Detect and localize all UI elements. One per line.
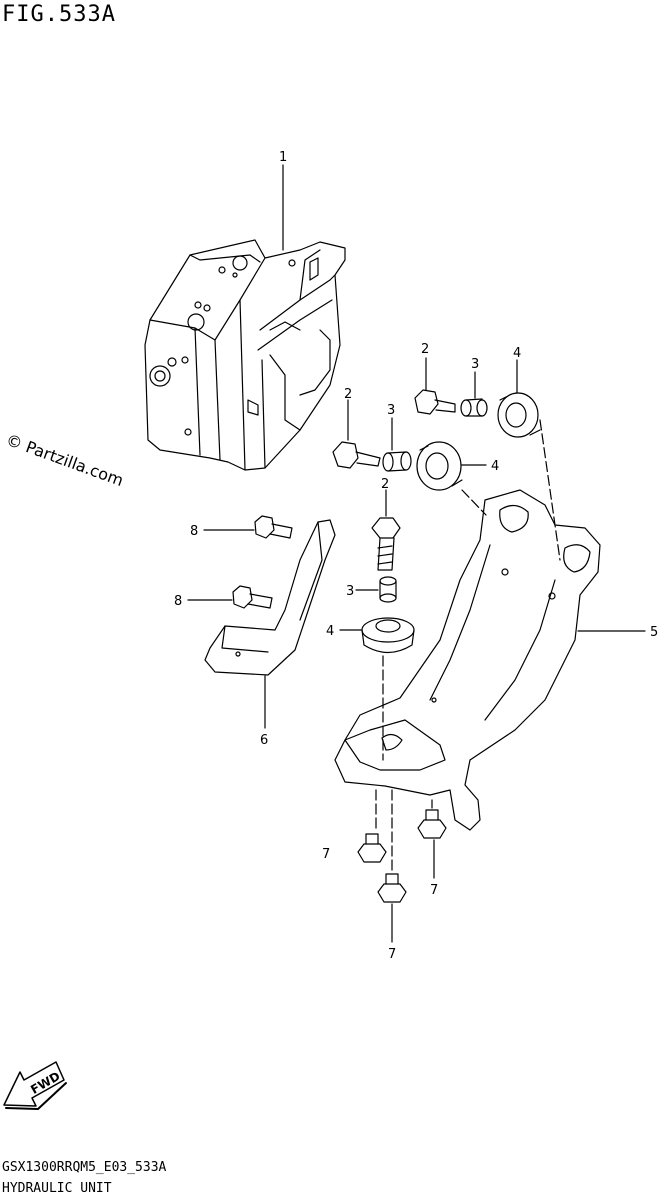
callout-2: 2: [344, 387, 352, 402]
fwd-arrow-icon: FWD: [3, 1061, 67, 1110]
callout-4: 4: [326, 624, 334, 639]
callout-2: 2: [381, 477, 389, 492]
callout-3: 3: [471, 357, 479, 372]
alignment-line: [539, 419, 561, 561]
cushion-part[interactable]: [497, 392, 541, 438]
callout-5: 5: [650, 625, 658, 640]
bolt-part[interactable]: [371, 517, 401, 571]
callout-3: 3: [387, 403, 395, 418]
callout-4: 4: [491, 459, 499, 474]
bolt-part[interactable]: [232, 585, 273, 609]
collar-part[interactable]: [382, 451, 412, 472]
callout-7: 7: [430, 883, 438, 898]
cushion-part[interactable]: [416, 441, 463, 491]
callout-1: 1: [279, 150, 287, 165]
hydraulic-unit-part[interactable]: [144, 239, 346, 471]
bolt-part[interactable]: [417, 809, 447, 839]
stay-part[interactable]: [204, 519, 336, 676]
figure-title: FIG.533A: [2, 2, 116, 27]
callout-6: 6: [260, 733, 268, 748]
callout-3: 3: [346, 584, 354, 599]
cushion-part[interactable]: [361, 617, 415, 654]
bolt-part[interactable]: [414, 389, 456, 415]
bolt-part[interactable]: [377, 873, 407, 903]
collar-part[interactable]: [379, 576, 397, 603]
callout-2: 2: [421, 342, 429, 357]
collar-part[interactable]: [460, 398, 488, 417]
bolt-part[interactable]: [254, 515, 293, 539]
callout-7: 7: [388, 947, 396, 962]
callout-7: 7: [322, 847, 330, 862]
bracket-part[interactable]: [334, 489, 601, 831]
callout-8: 8: [190, 524, 198, 539]
callout-8: 8: [174, 594, 182, 609]
diagram-name: HYDRAULIC UNIT: [2, 1181, 112, 1196]
bolt-part[interactable]: [357, 833, 387, 863]
callout-4: 4: [513, 346, 521, 361]
diagram-code: GSX1300RRQM5_E03_533A: [2, 1160, 167, 1175]
bolt-part[interactable]: [332, 441, 381, 469]
alignment-line: [461, 489, 487, 516]
